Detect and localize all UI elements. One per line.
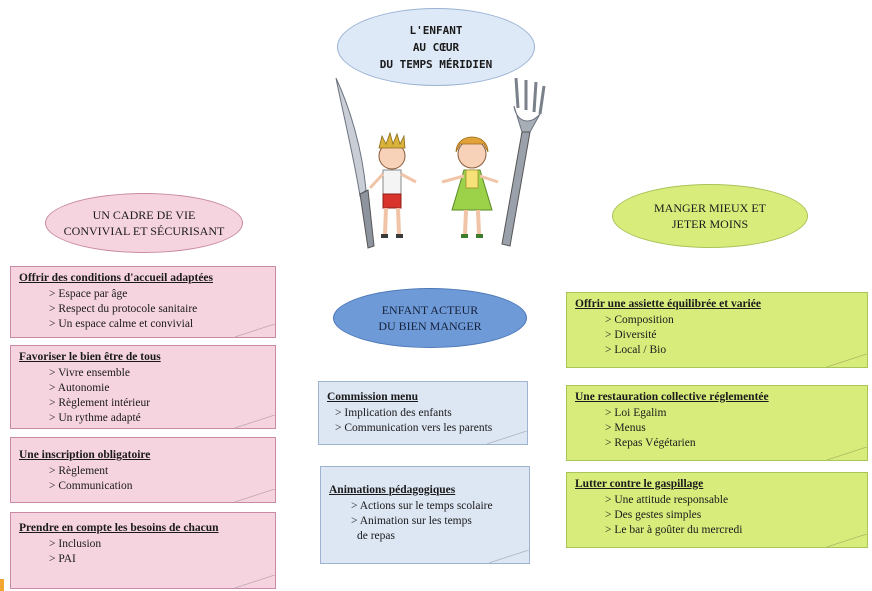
list-item: PAI <box>49 552 267 567</box>
title-bubble: L'ENFANT AU CŒUR DU TEMPS MÉRIDIEN <box>337 8 535 86</box>
list-item: Communication vers les parents <box>335 421 519 436</box>
note-title: Prendre en compte les besoins de chacun <box>19 522 219 534</box>
note-title: Une restauration collective réglementée <box>575 391 769 403</box>
title-line-2: AU CŒUR <box>412 40 460 54</box>
title-line-3: DU TEMPS MÉRIDIEN <box>379 57 493 71</box>
center-heading-line-2: DU BIEN MANGER <box>378 319 482 333</box>
corner-mark <box>0 579 4 591</box>
note-commission-menu: Commission menu Implication des enfants … <box>318 381 528 445</box>
fork-icon <box>501 78 546 247</box>
list-item: Des gestes simples <box>605 508 859 523</box>
list-item: Menus <box>605 421 859 436</box>
note-gaspillage: Lutter contre le gaspillage Une attitude… <box>566 472 868 548</box>
center-heading-bubble: ENFANT ACTEUR DU BIEN MANGER <box>333 288 527 348</box>
list-item: Inclusion <box>49 537 267 552</box>
left-heading-bubble: UN CADRE DE VIE CONVIVIAL ET SÉCURISANT <box>45 193 243 253</box>
note-inscription: Une inscription obligatoire Règlement Co… <box>10 437 276 503</box>
list-item: Loi Egalim <box>605 406 859 421</box>
right-heading-bubble: MANGER MIEUX ET JETER MOINS <box>612 184 808 248</box>
note-restauration: Une restauration collective réglementée … <box>566 385 868 461</box>
illustration <box>335 78 546 249</box>
note-title: Une inscription obligatoire <box>19 449 151 461</box>
note-besoins: Prendre en compte les besoins de chacun … <box>10 512 276 589</box>
left-heading-line-2: CONVIVIAL ET SÉCURISANT <box>63 224 225 238</box>
left-heading-line-1: UN CADRE DE VIE <box>92 208 196 222</box>
list-item: Vivre ensemble <box>49 366 267 381</box>
list-item: Implication des enfants <box>335 406 519 421</box>
list-item: Une attitude responsable <box>605 493 859 508</box>
note-animations: Animations pédagogiques Actions sur le t… <box>320 466 530 564</box>
list-item: Composition <box>605 313 859 328</box>
list-item: Local / Bio <box>605 343 859 358</box>
title-line-1: L'ENFANT <box>409 23 463 37</box>
list-item: Espace par âge <box>49 287 267 302</box>
list-item: Animation sur les temps <box>351 514 521 529</box>
list-item: Repas Végétarien <box>605 436 859 451</box>
list-item: Règlement intérieur <box>49 396 267 411</box>
list-item: Règlement <box>49 464 267 479</box>
list-item-continuation: de repas <box>357 530 395 542</box>
note-title: Commission menu <box>327 391 419 403</box>
note-title: Animations pédagogiques <box>329 484 456 496</box>
note-title: Offrir une assiette équilibrée et variée <box>575 298 761 310</box>
note-title: Favoriser le bien être de tous <box>19 351 161 363</box>
note-title: Offrir des conditions d'accueil adaptées <box>19 272 214 284</box>
list-item: Un rythme adapté <box>49 411 267 426</box>
list-item: Le bar à goûter du mercredi <box>605 523 859 538</box>
list-item: Diversité <box>605 328 859 343</box>
girl-figure <box>441 136 499 238</box>
boy-figure <box>368 131 417 238</box>
right-heading-line-2: JETER MOINS <box>671 217 749 231</box>
list-item: Un espace calme et convivial <box>49 317 267 332</box>
list-item: Autonomie <box>49 381 267 396</box>
note-title: Lutter contre le gaspillage <box>575 478 704 490</box>
note-bien-etre: Favoriser le bien être de tous Vivre ens… <box>10 345 276 429</box>
knife-icon <box>335 78 375 249</box>
note-assiette: Offrir une assiette équilibrée et variée… <box>566 292 868 368</box>
list-item: Communication <box>49 479 267 494</box>
list-item: Actions sur le temps scolaire <box>351 499 521 514</box>
list-item: Respect du protocole sanitaire <box>49 302 267 317</box>
right-heading-line-1: MANGER MIEUX ET <box>654 201 766 215</box>
center-heading-line-1: ENFANT ACTEUR <box>381 303 479 317</box>
note-accueil: Offrir des conditions d'accueil adaptées… <box>10 266 276 338</box>
